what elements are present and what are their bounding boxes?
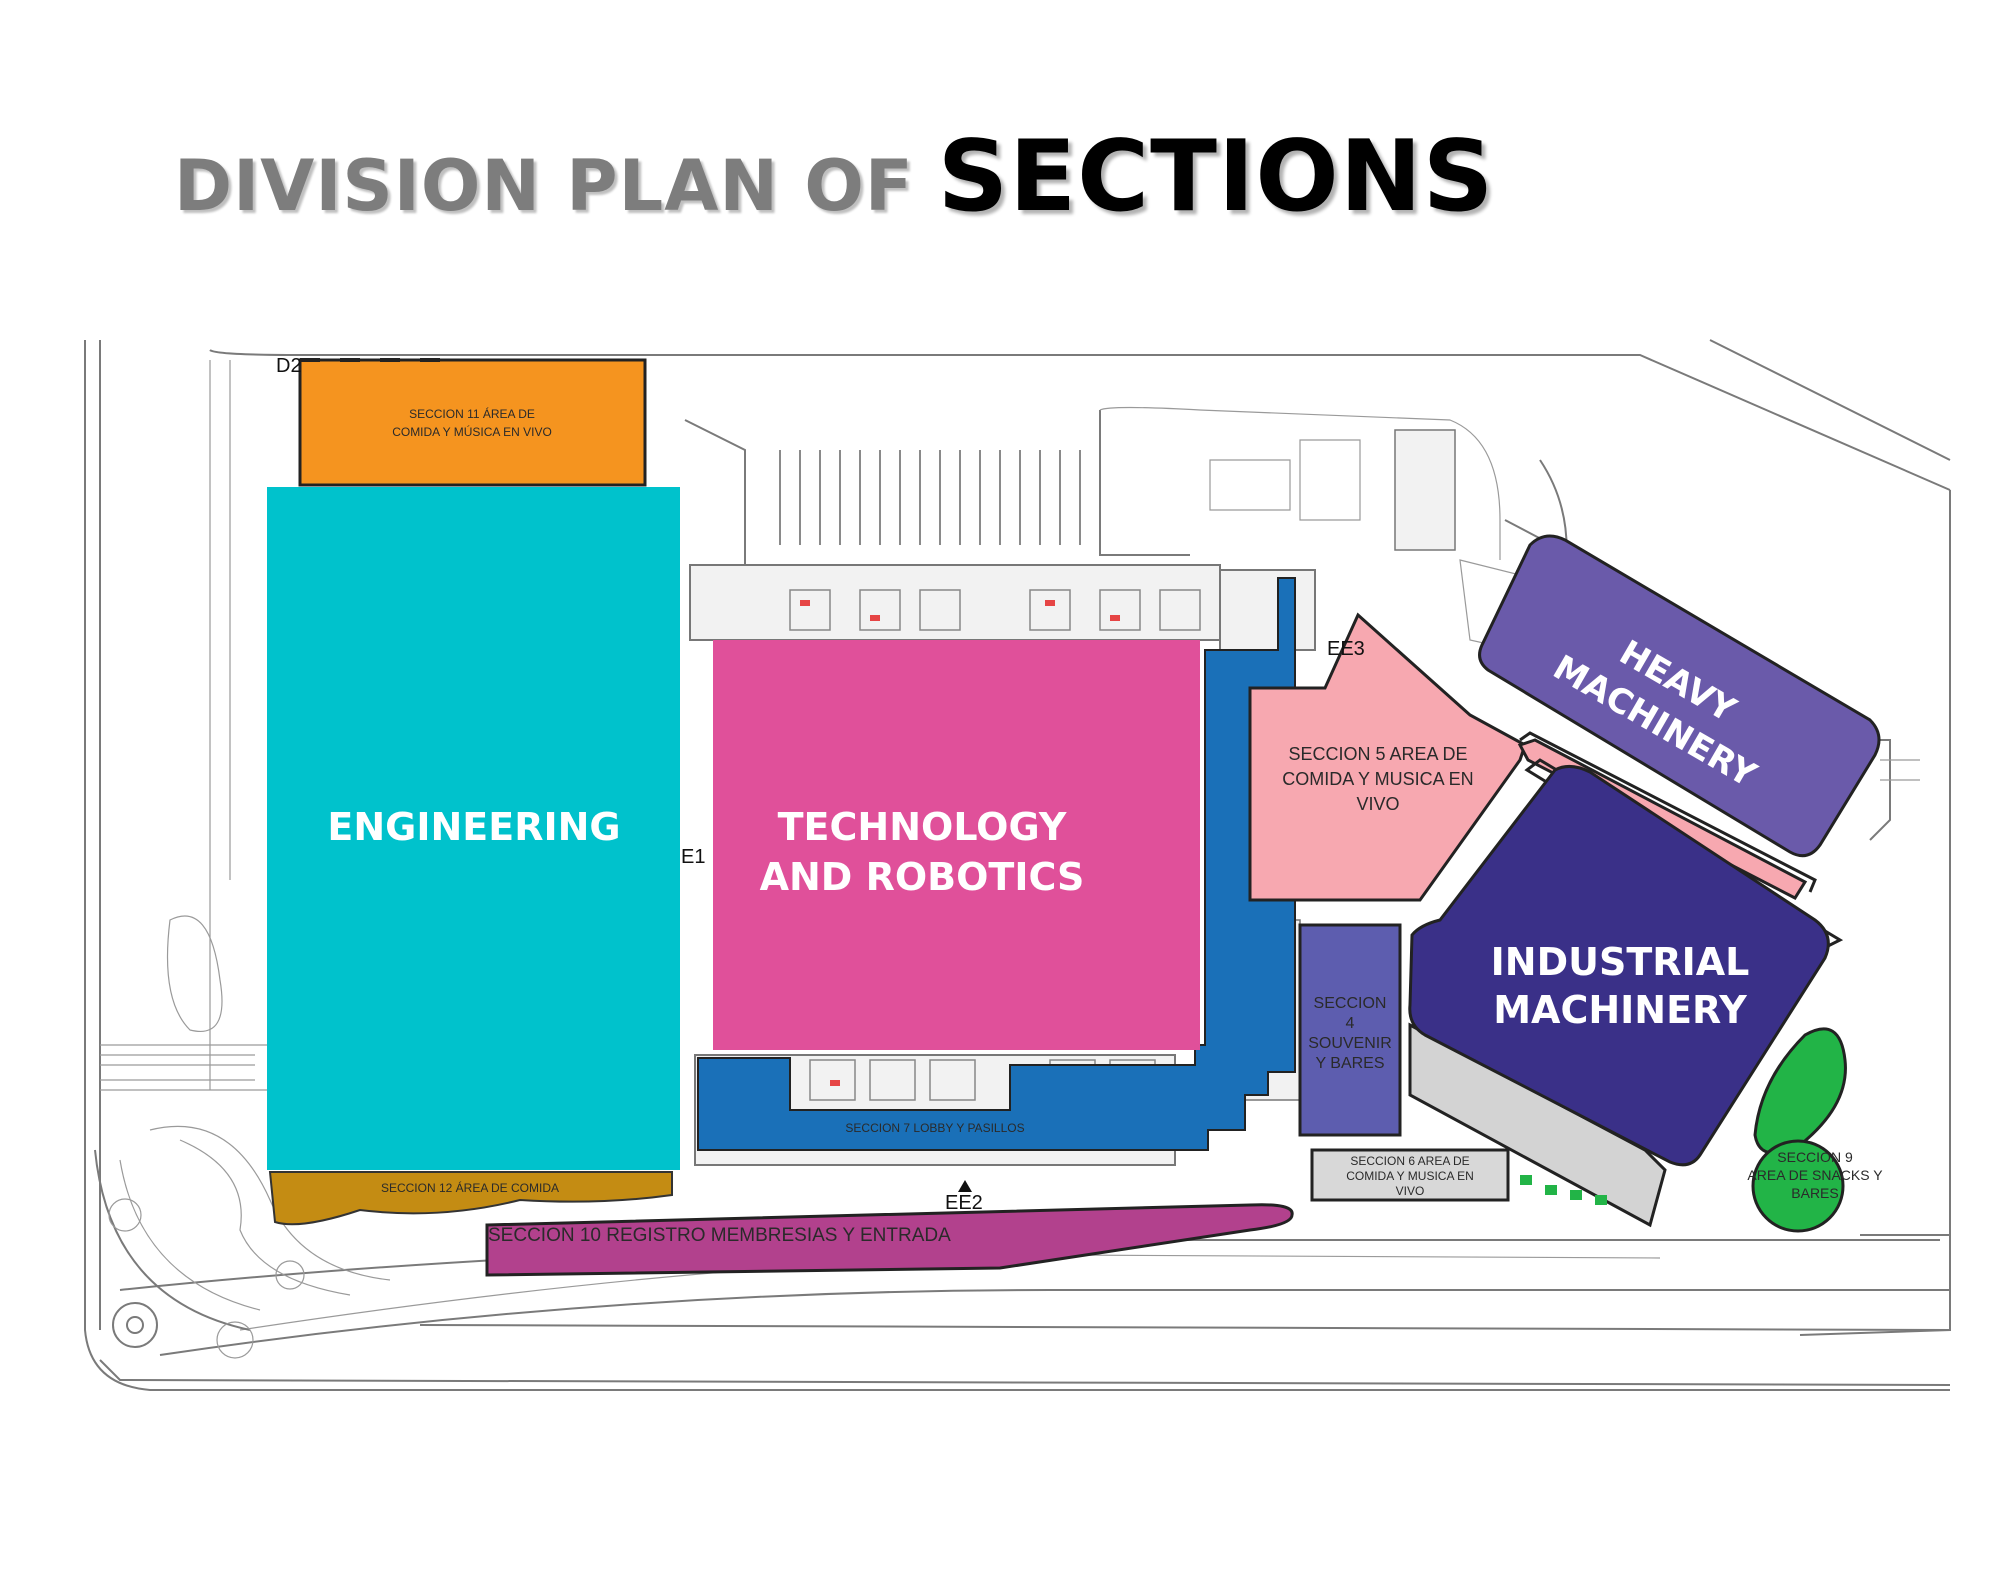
technology-robotics-zone: TECHNOLOGY AND ROBOTICS xyxy=(713,640,1200,1050)
title-part-2: SECTIONS xyxy=(937,120,1495,234)
engineering-zone: ENGINEERING xyxy=(267,487,680,1170)
sec5-label-line3: VIVO xyxy=(1356,794,1399,814)
marker-ee2: EE2 xyxy=(945,1192,983,1214)
sec7-label: SECCION 7 LOBBY Y PASILLOS xyxy=(845,1121,1024,1135)
section-5-food-music-area: SECCION 5 AREA DE COMIDA Y MUSICA EN VIV… xyxy=(1248,612,1527,902)
sec6-label-line3: VIVO xyxy=(1396,1184,1425,1198)
technology-label-line1: TECHNOLOGY xyxy=(778,805,1067,849)
sec6-label-line1: SECCION 6 AREA DE xyxy=(1350,1154,1469,1168)
technology-label-line2: AND ROBOTICS xyxy=(760,855,1085,899)
sec5-label-line1: SECCION 5 AREA DE xyxy=(1288,744,1467,764)
sec5-label-line2: COMIDA Y MUSICA EN xyxy=(1282,769,1473,789)
sec4-label-line4: Y BARES xyxy=(1315,1055,1384,1072)
sec11-label-line2: COMIDA Y MÚSICA EN VIVO xyxy=(392,424,552,439)
section-4-souvenir-bars: SECCION 4 SOUVENIR Y BARES xyxy=(1298,923,1402,1137)
sec9-label-line1: SECCION 9 xyxy=(1777,1149,1853,1165)
marker-d2: D2 xyxy=(276,355,302,377)
sec10-label: SECCION 10 REGISTRO MEMBRESIAS Y ENTRADA xyxy=(488,1225,951,1246)
section-10-registration-entrance: SECCION 10 REGISTRO MEMBRESIAS Y ENTRADA xyxy=(485,1203,1294,1277)
marker-e1: E1 xyxy=(681,846,705,868)
marker-ee3: EE3 xyxy=(1327,638,1365,660)
section-11-food-music-area: SECCION 11 ÁREA DE COMIDA Y MÚSICA EN VI… xyxy=(298,358,647,487)
section-6-food-music-area: SECCION 6 AREA DE COMIDA Y MUSICA EN VIV… xyxy=(1310,1148,1510,1202)
sec4-label-line3: SOUVENIR xyxy=(1308,1035,1392,1052)
section-9-snacks-bars: SECCION 9 AREA DE SNACKS Y BARES xyxy=(1747,1027,1883,1233)
section-12-food-area: SECCION 12 ÁREA DE COMIDA xyxy=(268,1171,673,1226)
industrial-label-line1: INDUSTRIAL xyxy=(1491,940,1750,984)
title-part-1: DIVISION PLAN OF xyxy=(174,145,914,227)
heavy-machinery-zone: HEAVY MACHINERY xyxy=(1478,534,1881,858)
sec12-label: SECCION 12 ÁREA DE COMIDA xyxy=(381,1180,559,1195)
industrial-label-line2: MACHINERY xyxy=(1493,988,1747,1032)
sec4-label-line1: SECCION xyxy=(1314,995,1387,1012)
industrial-machinery-zone: INDUSTRIAL MACHINERY xyxy=(1408,758,1844,1167)
section-7-lobby: SECCION 7 LOBBY Y PASILLOS xyxy=(697,577,1296,1151)
sec4-label-line2: 4 xyxy=(1346,1015,1355,1032)
sec9-label-line2: AREA DE SNACKS Y xyxy=(1747,1167,1883,1183)
sec11-label-line1: SECCION 11 ÁREA DE xyxy=(409,406,535,421)
sec6-label-line2: COMIDA Y MUSICA EN xyxy=(1346,1169,1474,1183)
page-title: DIVISION PLAN OF SECTIONS xyxy=(174,120,1494,234)
engineering-label: ENGINEERING xyxy=(327,805,620,849)
sec9-label-line3: BARES xyxy=(1791,1185,1838,1201)
